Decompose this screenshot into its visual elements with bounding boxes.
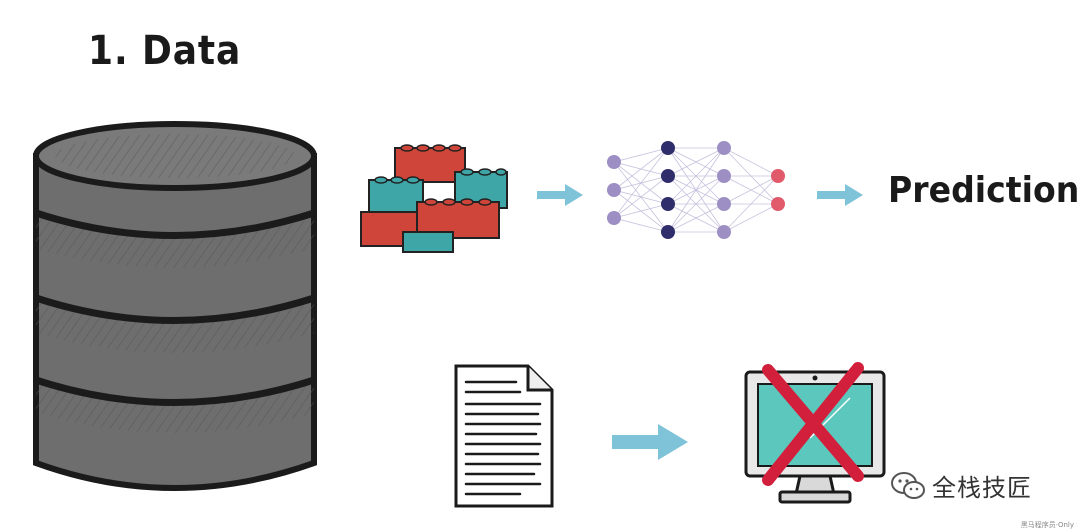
cross-icon [762, 362, 864, 486]
arrow-right-icon [612, 424, 688, 460]
watermark: 全栈技匠 [890, 468, 1032, 503]
arrow-right-icon [537, 184, 583, 206]
watermark-text: 全栈技匠 [932, 474, 1032, 502]
prediction-label: Prediction [888, 170, 1080, 211]
arrow-right-icon [817, 184, 863, 206]
footer-credit: 黑马程序员·Only [1020, 521, 1074, 529]
lego-bricks-icon [360, 144, 508, 253]
neural-network-icon [607, 141, 785, 239]
monitor-icon [744, 362, 886, 504]
section-title: 1. Data [88, 28, 242, 74]
document-icon [454, 364, 554, 508]
database-icon [33, 121, 317, 491]
wechat-icon [891, 471, 925, 499]
